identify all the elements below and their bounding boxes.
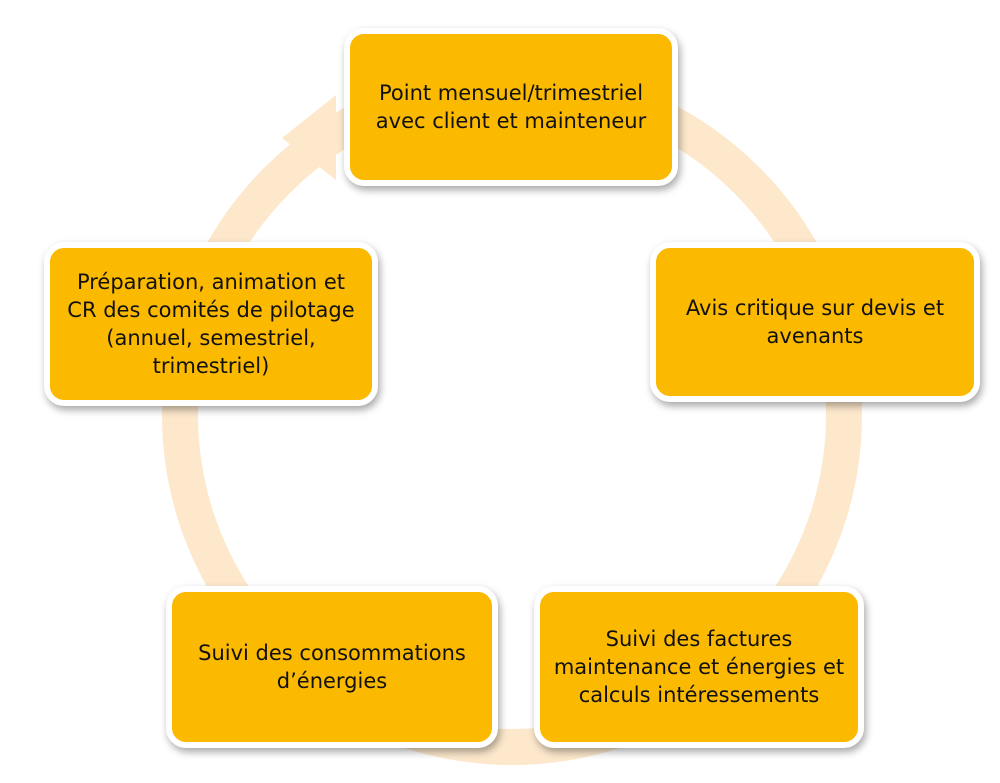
cycle-node-label: Suivi des consommations d’énergies <box>198 641 466 693</box>
cycle-node-steering-committees: Préparation, animation et CR des comités… <box>44 242 378 406</box>
cycle-node-label: Point mensuel/trimestriel avec client et… <box>375 81 647 133</box>
cycle-node-quote-review: Avis critique sur devis et avenants <box>650 242 980 402</box>
cycle-node-label: Préparation, animation et CR des comités… <box>67 270 355 378</box>
cycle-arrow-head <box>282 95 336 180</box>
cycle-node-label: Suivi des factures maintenance et énergi… <box>553 627 845 707</box>
cycle-node-invoice-tracking: Suivi des factures maintenance et énergi… <box>534 586 864 748</box>
cycle-node-label: Avis critique sur devis et avenants <box>685 296 945 348</box>
cycle-node-energy-consumption: Suivi des consommations d’énergies <box>166 586 498 748</box>
cycle-node-monthly-meeting: Point mensuel/trimestriel avec client et… <box>344 28 678 186</box>
